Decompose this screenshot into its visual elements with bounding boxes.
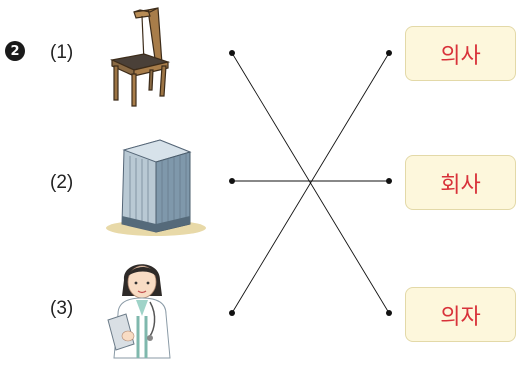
left-dot-1 xyxy=(229,50,235,56)
doctor-picture xyxy=(107,264,171,359)
connection-line-group xyxy=(231,52,390,314)
problem-number-badge: 2 xyxy=(5,41,25,61)
office-building-picture xyxy=(106,139,206,236)
right-dot-2 xyxy=(386,178,392,184)
connection-line-3 xyxy=(231,52,390,314)
answer-box-1[interactable]: 의사 xyxy=(405,26,516,81)
chair-picture xyxy=(110,7,171,107)
right-dot-1 xyxy=(386,50,392,56)
item-label-3: (3) xyxy=(50,298,74,319)
left-dot-3 xyxy=(229,310,235,316)
right-dot-3 xyxy=(386,310,392,316)
answer-box-3[interactable]: 의자 xyxy=(405,287,516,342)
item-label-1: (1) xyxy=(50,42,74,63)
answer-box-2[interactable]: 회사 xyxy=(405,155,516,210)
left-dot-2 xyxy=(229,178,235,184)
item-label-2: (2) xyxy=(50,172,74,193)
